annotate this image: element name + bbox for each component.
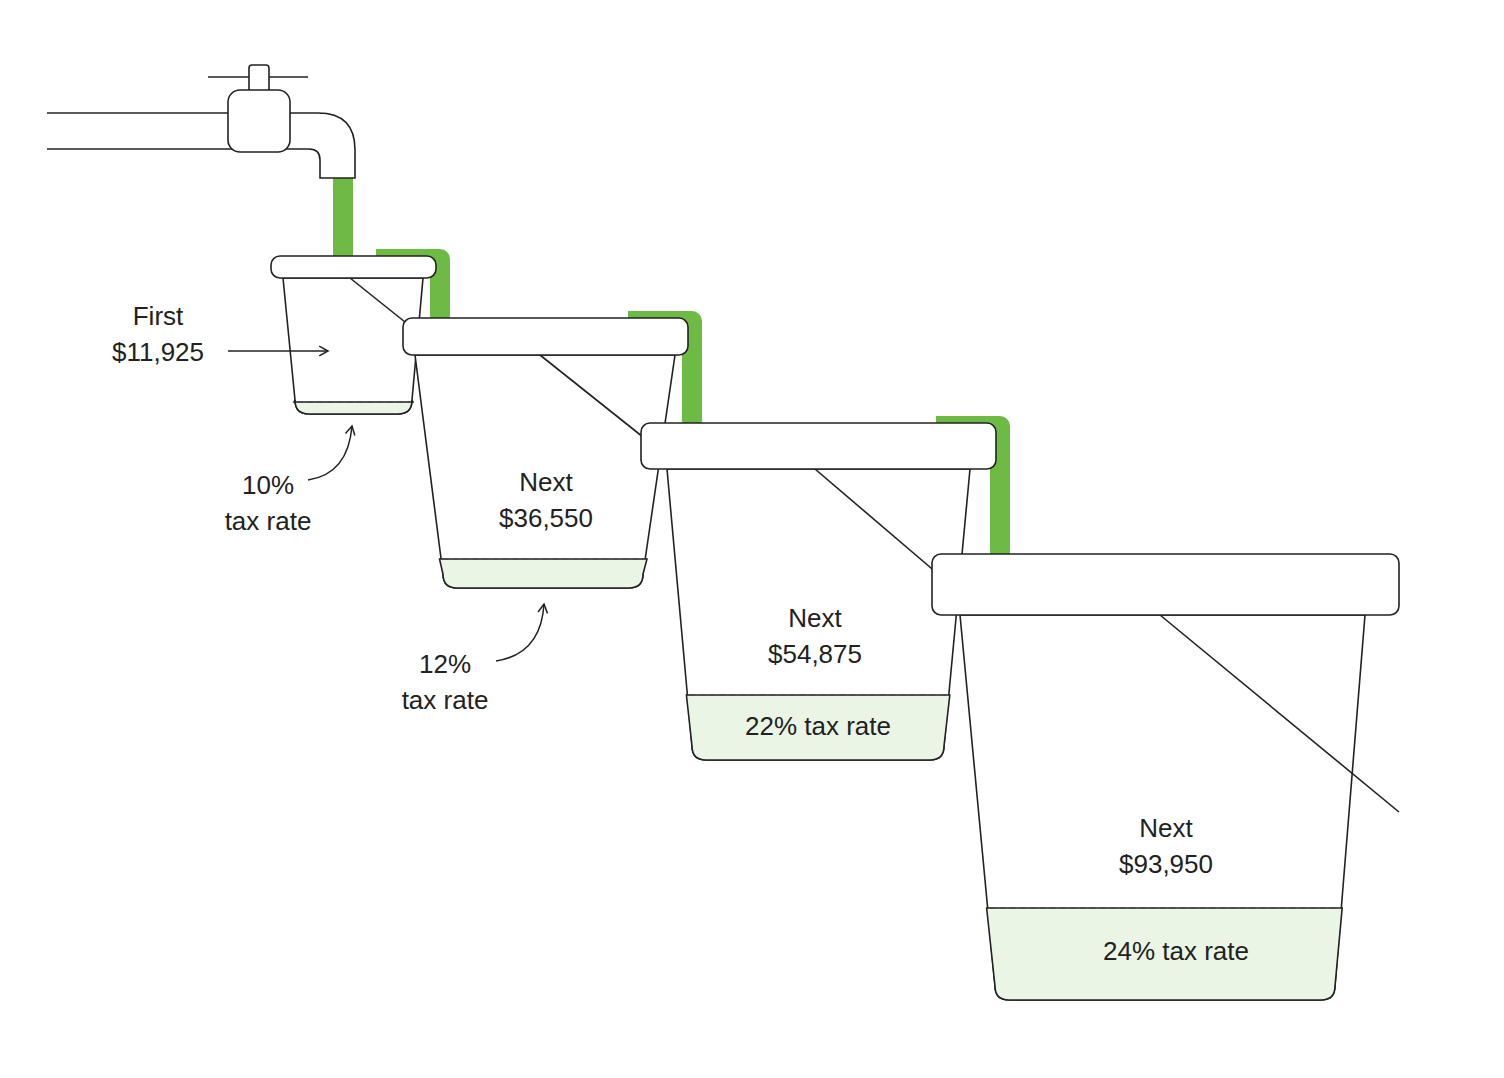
level-line [689, 694, 946, 695]
tax-rate: 22% tax rate [693, 708, 943, 744]
tax-bucket: Next $93,950 24% tax rate [932, 554, 1399, 1000]
level-line [443, 558, 644, 559]
bucket-handle [540, 355, 648, 441]
leader-arrowhead [319, 346, 328, 356]
leader-line [228, 350, 328, 352]
pipe-line [47, 148, 232, 150]
water-level [294, 400, 413, 414]
faucet-spout [286, 113, 355, 178]
leader-arrowhead [345, 426, 354, 436]
leader-line [308, 426, 352, 480]
bucket-body [960, 615, 1365, 1000]
pipe-line [47, 112, 232, 114]
bracket-amount: Next $36,550 [484, 464, 608, 536]
bucket-handle [1160, 615, 1399, 812]
bucket-body [667, 469, 970, 760]
water-stream [333, 170, 353, 262]
tax-rate: 10% tax rate [223, 467, 313, 539]
water-level [440, 559, 647, 588]
leader-line [496, 604, 544, 661]
faucet [47, 65, 355, 178]
bucket-body [283, 278, 423, 414]
bracket-amount: Next $54,875 [753, 600, 877, 672]
level-line [297, 401, 410, 402]
water-level [987, 908, 1343, 1000]
bracket-amount: Next $93,950 [1104, 810, 1228, 882]
tax-rate: 12% tax rate [400, 646, 490, 718]
level-line [990, 907, 1340, 908]
faucet-stem [249, 65, 269, 93]
bracket-amount: First $11,925 [96, 298, 220, 370]
bucket-handle [815, 469, 938, 574]
tax-rate: 24% tax rate [1026, 933, 1326, 969]
bucket-lid [403, 318, 688, 355]
bucket-lid [271, 256, 436, 278]
faucet-body [228, 90, 290, 152]
water-level [686, 695, 949, 760]
leader-arrowhead [538, 604, 547, 613]
bucket-lid [641, 423, 996, 469]
bucket-body [415, 355, 675, 588]
bucket-outline [932, 554, 1399, 1000]
bucket-handle [350, 278, 410, 326]
bucket-lid [932, 554, 1399, 615]
